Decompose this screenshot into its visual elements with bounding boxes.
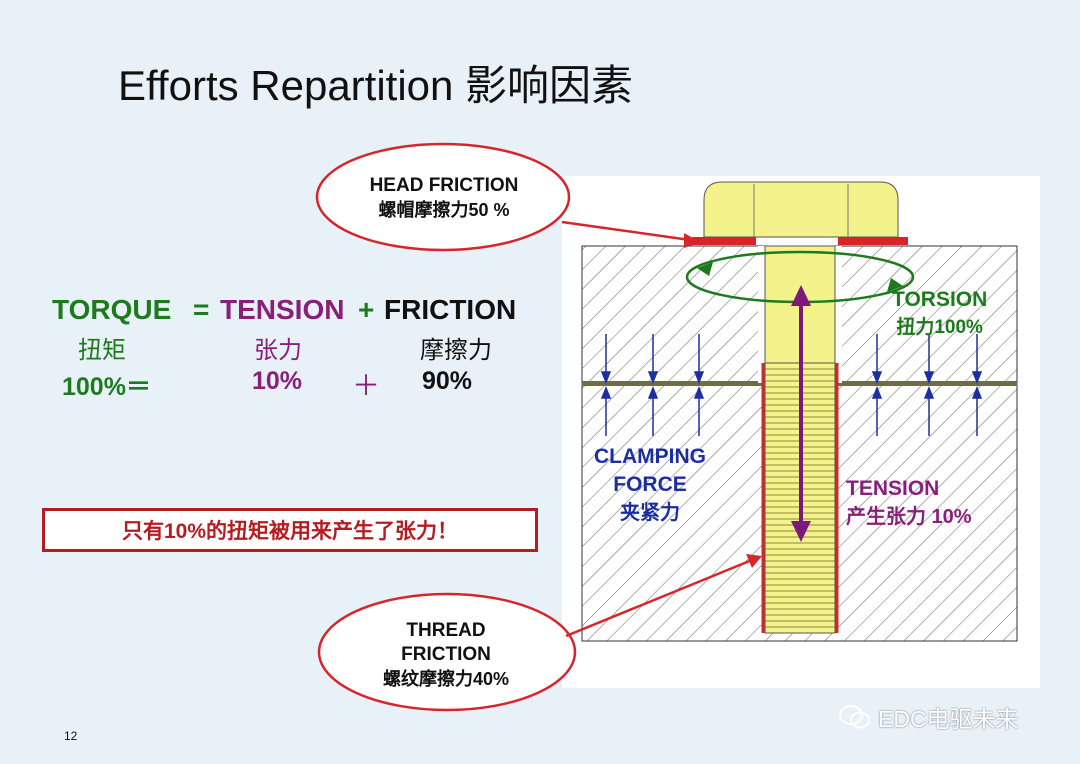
plus-cn-sign: ＋ — [352, 370, 381, 401]
friction-label: FRICTION — [384, 294, 517, 325]
thread-friction-callout — [317, 592, 577, 712]
thread-friction-label: THREAD FRICTION 螺纹摩擦力40% — [382, 620, 510, 689]
torque-percent: 100%＝ — [62, 373, 151, 401]
clamping-arrows — [600, 334, 983, 436]
page-number: 12 — [64, 729, 78, 743]
tension-label: TENSION — [220, 294, 345, 325]
plus-sign: + — [358, 294, 375, 325]
friction-cn-label: 摩擦力 — [420, 337, 492, 364]
friction-percent: 90% — [422, 367, 473, 395]
head-friction-left — [692, 237, 756, 245]
torque-label: TORQUE — [52, 294, 172, 325]
head-friction-callout — [315, 142, 571, 252]
wechat-icon — [839, 705, 870, 729]
watermark: EDC电驱未来 — [838, 700, 1019, 734]
tension-cn-label: 张力 — [254, 337, 302, 364]
head-friction-label: HEAD FRICTION 螺帽摩擦力50 % — [369, 175, 519, 220]
bolt-head — [703, 181, 899, 238]
head-friction-right — [838, 237, 908, 245]
watermark-text: EDC电驱未来 — [878, 706, 1019, 732]
torsion-label: TORSION 扭力100% — [892, 288, 988, 338]
equals-sign: = — [193, 294, 210, 325]
torque-cn-label: 扭矩 — [78, 337, 126, 364]
torque-note-box: 只有10%的扭矩被用来产生了张力！ — [42, 508, 538, 552]
page-title: Efforts Repartition 影响因素 — [118, 62, 634, 109]
clamping-force-label: CLAMPING FORCE 夹紧力 — [594, 445, 706, 524]
tension-force-label: TENSION 产生张力 10% — [846, 477, 972, 528]
tension-percent: 10% — [252, 367, 303, 395]
